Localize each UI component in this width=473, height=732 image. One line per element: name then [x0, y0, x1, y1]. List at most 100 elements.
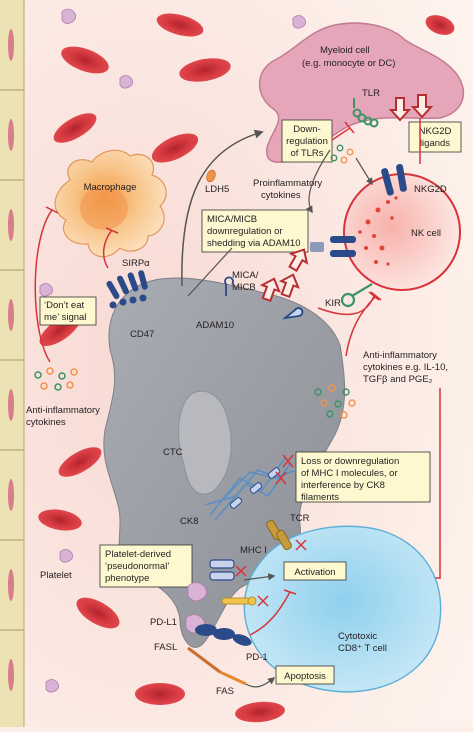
proinflammatory-line2: cytokines — [261, 190, 301, 201]
mhc1-inhibition — [235, 565, 247, 577]
pseudonormal-line1: Platelet-derived — [105, 549, 171, 560]
anti-inflammatory-right-line3: TGFβ and PGE₂ — [363, 374, 433, 385]
pseudonormal-line3: phenotype — [105, 573, 149, 584]
anti-inflammatory-left-bar — [45, 206, 59, 214]
kir-receptor — [340, 283, 373, 308]
nk-mica-receptors — [310, 236, 356, 257]
ck8-mhc-molecules — [229, 467, 281, 509]
pseudonormal-box — [99, 544, 193, 588]
ldh5-label: LDH5 — [205, 184, 229, 195]
ldh5-arrow — [181, 129, 264, 287]
mhc-loss-line4: filaments — [301, 492, 339, 503]
mica-micb-downregulation-box — [201, 209, 309, 253]
ctc-label: CTC — [163, 447, 183, 458]
mica-box-leader — [187, 247, 233, 297]
myeloid-cell-label-line1: Myeloid cell — [320, 45, 370, 56]
nkg2d-ligands-label-line2: ligands — [420, 138, 450, 149]
fasl-molecule — [187, 646, 221, 674]
mica-shedding-arrows — [288, 248, 309, 273]
dont-eat-me-box — [39, 296, 97, 326]
macrophage-label: Macrophage — [84, 182, 137, 193]
mhc-loss-box — [295, 451, 431, 503]
downregulation-tlr-line3: of TLRs — [290, 148, 323, 159]
activation-label: Activation — [294, 567, 335, 578]
red-blood-cells — [38, 13, 455, 723]
platelet-label: Platelet — [40, 570, 72, 581]
downregulation-arrow — [305, 149, 331, 214]
pdl1-label: PD-L1 — [150, 617, 177, 628]
cytotoxic-label-line1: Cytotoxic — [338, 631, 377, 642]
platelets — [39, 8, 306, 693]
proinflammatory-arrow — [355, 157, 373, 186]
proinflammatory-cytokines — [330, 144, 354, 164]
nkg2d-ligands-box — [408, 121, 462, 153]
cytotoxic-label-line2: CD8⁺ T cell — [338, 643, 387, 654]
nkg2d-ligands-label-line1: NKG2D — [419, 126, 452, 137]
tlr-receptor — [352, 98, 379, 128]
mhc-activation-arrow — [243, 573, 276, 581]
anti-inflammatory-left-inhibition — [34, 209, 53, 363]
cd47-molecules — [106, 270, 148, 309]
pseudonormal-line2: ‘pseudonormal’ — [105, 561, 169, 572]
anti-inflammatory-left-line1: Anti-inflammatory — [26, 405, 100, 416]
pdl1-molecule — [195, 624, 235, 640]
pd1-receptor — [232, 634, 252, 646]
fasl-label: FASL — [154, 642, 177, 653]
dont-eat-me-line1: ‘Don’t eat — [44, 300, 84, 311]
anti-inflammatory-right-line1: Anti-inflammatory — [363, 350, 437, 361]
anti-inflammatory-right-to-nk — [345, 295, 377, 357]
pd1-inhibition-bar — [283, 589, 297, 595]
costim-inhibition — [257, 595, 269, 607]
vessel-wall — [0, 0, 25, 727]
activation-box — [283, 561, 347, 581]
mhc-loss-line2: of MHC I molecules, or — [301, 468, 398, 479]
platelet-coating — [187, 582, 207, 602]
mica-box-line3: shedding via ADAM10 — [207, 238, 300, 249]
apoptosis-box — [275, 665, 335, 685]
sirpa-inhibition — [102, 227, 119, 269]
mhc1-molecule — [209, 559, 235, 581]
mhc-loss-inhibition — [275, 454, 294, 485]
downregulation-tlr-line1: Down- — [293, 124, 320, 135]
proinflammatory-line1: Proinflammatory — [253, 178, 322, 189]
macrophage — [54, 149, 167, 258]
mica-box-line1: MICA/MICB — [207, 214, 257, 225]
mhc-loss-line1: Loss or downregulation — [301, 456, 399, 467]
apoptosis-label: Apoptosis — [284, 671, 326, 682]
apoptosis-arrow — [245, 677, 276, 688]
anti-inflammatory-right-nk-bar — [370, 291, 382, 301]
mica-micb-label-line1: MICA/ — [232, 270, 259, 281]
tcr-inhibition — [295, 539, 307, 551]
nkg2d-ligand-arrows — [388, 94, 434, 122]
kir-inhibition-bar — [368, 291, 380, 301]
mica-shedding-molecule — [281, 307, 304, 320]
anti-inflammatory-cytokines-left — [34, 367, 78, 391]
anti-inflammatory-cytokines-right — [314, 384, 356, 419]
tcr-label: TCR — [290, 513, 310, 524]
adam10-label: ADAM10 — [196, 320, 234, 331]
mica-micb-label-line2: MICB — [232, 282, 256, 293]
cytotoxic-t-cell — [243, 525, 442, 693]
adam10-enzyme — [224, 276, 234, 296]
nkg2d-receptor — [381, 163, 407, 196]
costim-molecule — [221, 596, 257, 606]
pd1-label: PD-1 — [246, 652, 268, 663]
mica-micb-up-arrows — [259, 273, 300, 303]
anti-inflammatory-left-line2: cytokines — [26, 417, 66, 428]
nk-cell-label: NK cell — [411, 228, 441, 239]
ck8-label: CK8 — [180, 516, 198, 527]
dont-eat-me-line2: me’ signal — [44, 312, 86, 323]
tcr-receptor — [266, 519, 292, 551]
downregulation-tlr-line2: regulation — [286, 136, 328, 147]
anti-inflammatory-right-line2: cytokines e.g. IL-10, — [363, 362, 448, 373]
myeloid-cell-label-line2: (e.g. monocyte or DC) — [302, 58, 395, 69]
tlr-label: TLR — [362, 88, 380, 99]
ldh5-molecule — [206, 169, 216, 183]
fas-receptor — [219, 670, 247, 686]
fas-label: FAS — [216, 686, 234, 697]
pd1-inhibition — [249, 591, 291, 636]
mica-box-line2: downregulation or — [207, 226, 283, 237]
kir-label: KIR — [325, 298, 341, 309]
